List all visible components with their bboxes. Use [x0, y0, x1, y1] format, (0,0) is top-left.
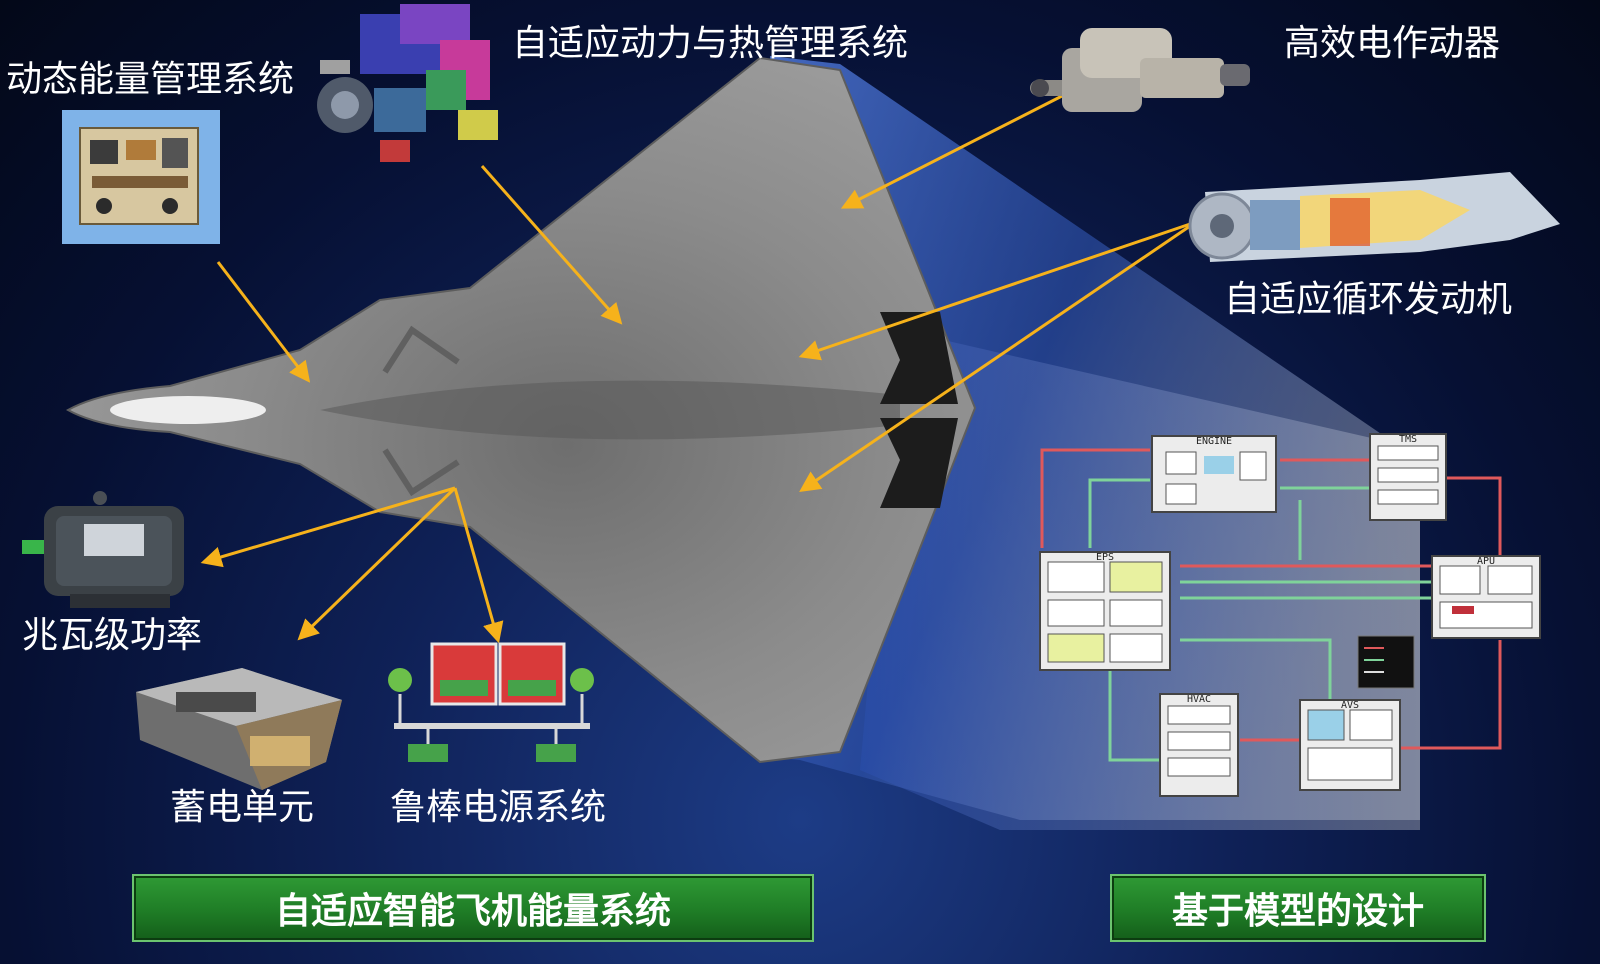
label-megawatt-power: 兆瓦级功率 — [22, 615, 203, 656]
arrow-power-system — [453, 487, 504, 644]
block-title-engine: ENGINE — [1196, 436, 1232, 447]
system-diagram: ENGINE TMS EPS APU HVAC AVS — [1039, 433, 1541, 797]
label-efficient-actuator: 高效电作动器 — [1284, 23, 1501, 64]
arrow-battery — [297, 486, 457, 641]
label-energy-storage: 蓄电单元 — [170, 787, 315, 828]
block-title-eps: EPS — [1096, 552, 1114, 563]
power-schematic-icon — [388, 642, 594, 762]
electric-motor-icon — [22, 491, 184, 608]
block-hvac — [1159, 693, 1239, 797]
battery-pack-icon — [136, 668, 342, 790]
banner-adaptive-energy-system: 自适应智能飞机能量系统 — [132, 874, 814, 942]
label-robust-power: 鲁棒电源系统 — [390, 787, 607, 828]
block-title-apu: APU — [1477, 556, 1495, 567]
banner-model-based-design: 基于模型的设计 — [1110, 874, 1486, 942]
control-box-icon — [62, 110, 220, 244]
block-title-hvac: HVAC — [1187, 694, 1211, 705]
label-adaptive-cycle-engine: 自适应循环发动机 — [1224, 279, 1513, 320]
arrow-motor — [200, 486, 456, 568]
block-avs — [1299, 699, 1401, 791]
block-title-tms: TMS — [1399, 434, 1417, 445]
arrows — [200, 94, 1197, 644]
arrow-engine-2 — [799, 220, 1197, 492]
block-apu — [1431, 555, 1541, 639]
block-legend — [1357, 635, 1415, 689]
block-tms — [1369, 433, 1447, 521]
arrow-energy-mgmt — [216, 261, 311, 383]
thermal-machinery-icon — [317, 4, 498, 162]
arrow-thermal — [480, 165, 623, 325]
block-eps — [1039, 551, 1171, 671]
aircraft-planform — [65, 56, 977, 764]
block-engine — [1151, 435, 1277, 513]
electric-actuator-icon — [1030, 28, 1250, 112]
block-title-avs: AVS — [1341, 700, 1359, 711]
arrow-actuator — [840, 94, 1063, 209]
canopy — [110, 396, 266, 424]
label-dynamic-energy: 动态能量管理系统 — [6, 59, 295, 100]
label-adaptive-power-thermal: 自适应动力与热管理系统 — [512, 23, 909, 64]
arrow-engine-1 — [798, 220, 1197, 361]
turbofan-engine-icon — [1188, 172, 1560, 262]
